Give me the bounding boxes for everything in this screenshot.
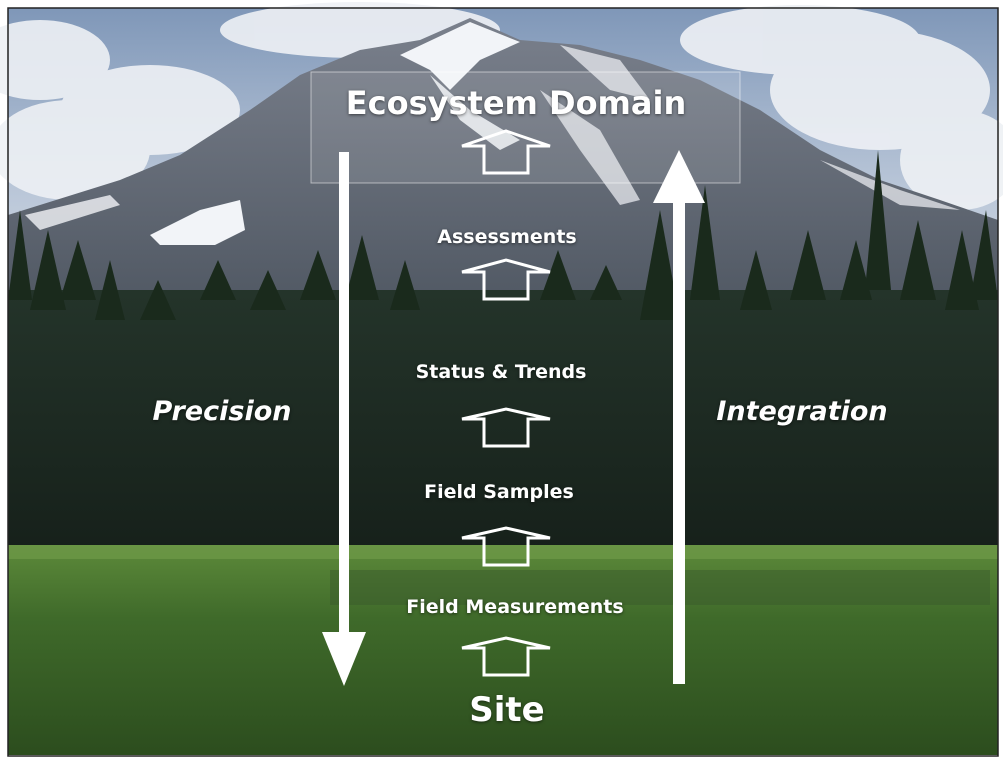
level-field-measurements: Field Measurements: [406, 596, 624, 618]
level-status-trends: Status & Trends: [415, 361, 587, 383]
snowfields: [25, 22, 960, 245]
precision-label: Precision: [152, 396, 292, 427]
up-arrow-icon: [461, 636, 551, 677]
forest: [8, 290, 998, 555]
level-assessments: Assessments: [437, 226, 577, 248]
up-arrow-icon: [461, 129, 551, 175]
level-field-samples: Field Samples: [424, 481, 574, 503]
up-arrow-icon: [461, 407, 551, 448]
level-arrows: [461, 129, 551, 677]
ecosystem-domain-title: Ecosystem Domain: [345, 84, 687, 122]
integration-arrow: [653, 150, 705, 684]
ecosystem-domain-box: [310, 71, 741, 184]
up-arrow-icon: [461, 526, 551, 567]
integration-label: Integration: [716, 396, 888, 427]
precision-arrow: [322, 152, 366, 686]
tree-line: [8, 150, 998, 320]
up-arrow-icon: [461, 258, 551, 301]
clouds: [0, 2, 1003, 210]
site-title: Site: [469, 690, 545, 730]
